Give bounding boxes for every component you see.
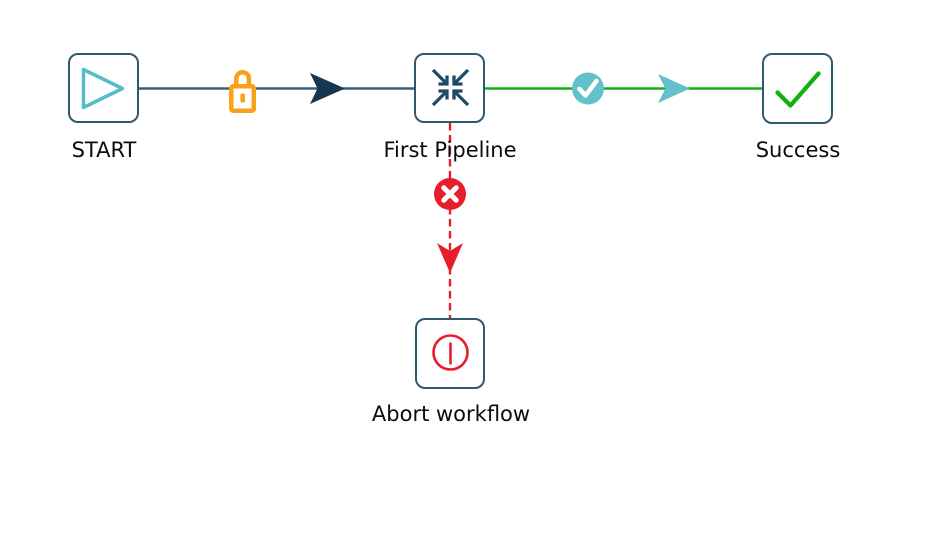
edge-pipeline-to-success[interactable] [485,72,762,105]
lock-shackle [234,69,252,86]
node-first-pipeline[interactable] [414,53,485,123]
node-label-first-pipeline: First Pipeline [383,138,517,162]
node-start[interactable] [68,53,139,123]
lock-icon[interactable] [229,69,257,114]
error-badge-x-stroke [441,185,459,203]
edge-pipeline-to-abort[interactable] [434,123,466,318]
check-icon [774,70,821,108]
compress-arrows-icon [431,68,469,106]
success-badge-check [577,78,599,98]
power-off-icon [431,333,469,371]
node-label-start: START [71,138,137,162]
success-check-icon[interactable] [572,72,604,105]
node-abort-workflow[interactable] [415,318,485,389]
edge-start-to-pipeline[interactable] [139,69,414,114]
node-success[interactable] [762,53,833,124]
error-x-icon[interactable] [434,178,466,210]
arrowhead-teal [658,74,690,103]
arrowhead-red-down [437,243,463,273]
arrowhead-dark [310,73,345,104]
node-label-success: Success [755,138,841,162]
node-label-abort-workflow: Abort workflow [371,402,531,426]
play-icon [81,67,124,109]
lock-keyhole [240,93,245,103]
